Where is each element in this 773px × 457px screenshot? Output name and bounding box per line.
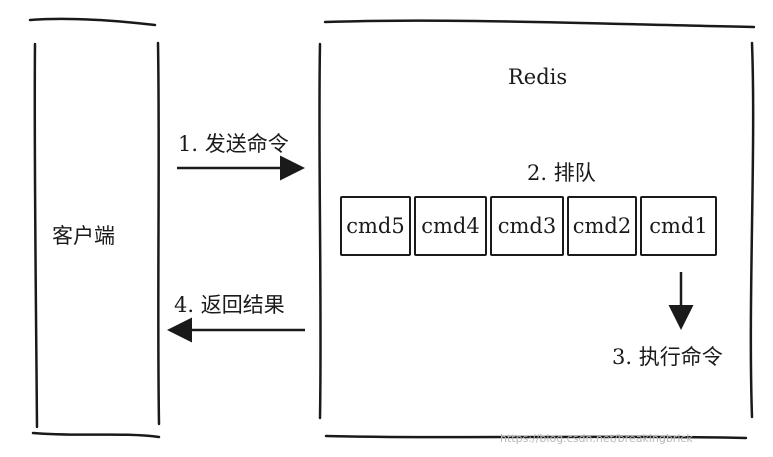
redis-title: Redis <box>508 65 568 89</box>
queue-cell: cmd4 <box>414 196 487 256</box>
queue-cell: cmd2 <box>567 196 637 256</box>
queue-cell: cmd5 <box>340 196 411 256</box>
client-label: 客户端 <box>52 224 115 248</box>
queue-cell: cmd3 <box>490 196 564 256</box>
redis-box <box>318 19 756 440</box>
step-send-label: 1. 发送命令 <box>178 132 289 156</box>
step-execute-label: 3. 执行命令 <box>612 345 723 369</box>
step-return-label: 4. 返回结果 <box>174 293 285 317</box>
watermark: https://blog.csdn.net/breakingbrick <box>500 432 693 445</box>
command-queue: cmd5 cmd4 cmd3 cmd2 cmd1 <box>340 196 717 256</box>
client-box <box>28 17 161 439</box>
queue-cell: cmd1 <box>640 196 717 256</box>
step-queue-label: 2. 排队 <box>527 161 596 185</box>
